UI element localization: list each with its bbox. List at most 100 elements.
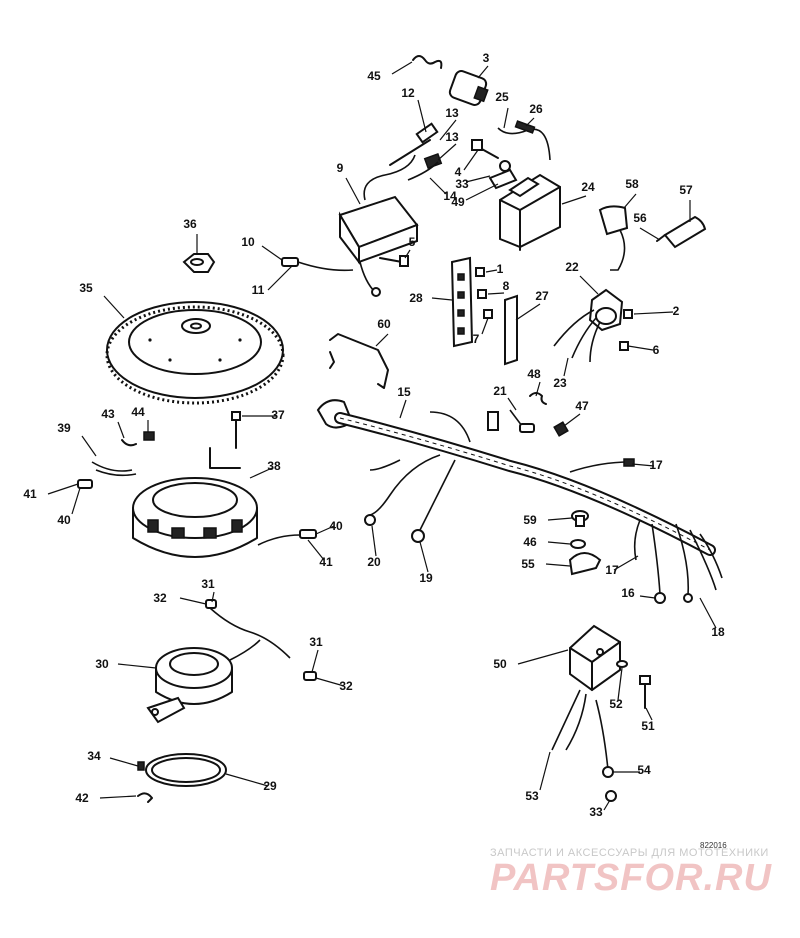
part-60-retainer [329,333,389,389]
part-21-connector [509,409,535,433]
leader-line [417,99,427,133]
leader-line [345,177,361,205]
callout-30: 30 [95,657,109,671]
part-28-terminal-block [450,256,474,348]
leader-line [371,525,377,557]
part-16-18-harness-leads [633,519,723,604]
leader-line [375,333,389,347]
callout-60: 60 [377,317,391,331]
callout-33: 33 [455,177,469,191]
callout-39: 39 [57,421,71,435]
part-45-clip [412,55,443,69]
callout-17: 17 [649,458,663,472]
leader-line [639,595,656,599]
part-59-screw [571,510,589,527]
watermark: 822016 ЗАПЧАСТИ И АКСЕССУАРЫ ДЛЯ МОТОТЕХ… [490,841,772,899]
leader-line [109,757,139,767]
part-51-52-bolt [616,660,651,709]
callout-41: 41 [23,487,37,501]
callout-41: 41 [319,555,333,569]
leader-line [47,483,79,495]
part-33-washer-low [605,790,617,802]
leader-line [487,292,505,295]
leader-line [633,311,674,315]
leader-line [391,61,413,75]
part-42-clip [137,792,153,803]
part-22-rectifier [553,288,624,363]
leader-line [419,541,429,573]
leader-line [463,149,479,171]
callout-5: 5 [409,235,416,249]
callout-6: 6 [653,343,660,357]
leader-line [525,117,535,127]
callout-40: 40 [57,513,71,527]
leader-line [563,413,581,427]
leader-line [117,421,125,439]
callout-1: 1 [497,262,504,276]
leader-line [261,245,283,261]
leader-line [645,707,653,721]
leader-line [639,227,661,241]
callout-25: 25 [495,90,509,104]
callout-52: 52 [609,697,623,711]
callout-21: 21 [493,384,507,398]
part-10-11-lead [281,257,354,272]
part-56-58-boot [598,205,629,271]
callout-32: 32 [339,679,353,693]
part-25-26-wire [497,120,551,161]
leader-line [437,143,457,161]
leader-line [315,677,345,687]
callout-46: 46 [523,535,537,549]
leader-line [547,541,571,545]
callout-3: 3 [483,51,490,65]
part-38-stator [132,447,258,558]
drawing-code: 822016 [700,841,727,850]
part-34-screw [137,761,145,771]
callout-28: 28 [409,291,423,305]
leader-line [465,183,499,201]
leader-line [539,751,551,791]
leader-line [307,539,325,561]
callout-23: 23 [553,376,567,390]
callout-49: 49 [451,195,465,209]
leader-line [117,663,157,669]
callout-18: 18 [711,625,725,639]
part-50-module [551,624,621,778]
leader-line [315,525,335,535]
callout-57: 57 [679,183,693,197]
callout-31: 31 [201,577,215,591]
part-48-clip [529,392,547,405]
leader-line [617,667,623,701]
leader-line [507,397,517,411]
callout-4: 4 [455,165,462,179]
watermark-brand: PARTSFOR.RU [490,857,772,899]
callout-37: 37 [271,408,285,422]
callout-16: 16 [621,586,635,600]
part-35-flywheel [105,301,285,405]
leader-line [515,303,541,321]
leader-line [623,193,637,209]
leader-line [547,517,573,521]
part-36-nut [182,253,216,273]
callout-44: 44 [131,405,145,419]
part-2-6-screws [619,309,633,351]
watermark-tagline: ЗАПЧАСТИ И АКСЕССУАРЫ ДЛЯ МОТОТЕХНИКИ [490,847,769,859]
leader-line [429,177,447,195]
leader-line [603,799,611,811]
leader-line [311,649,319,673]
leader-line [225,773,269,787]
callout-45: 45 [367,69,381,83]
part-9-power-pack [338,154,419,297]
leader-line [431,297,453,301]
callout-20: 20 [367,555,381,569]
leader-line [627,345,654,351]
callout-51: 51 [641,719,655,733]
leader-line [404,249,411,259]
leader-line [517,649,569,665]
part-46-washer [570,539,586,549]
leader-line [99,795,137,799]
leader-line [579,275,599,295]
callout-13: 13 [445,106,459,120]
callout-7: 7 [473,332,480,346]
